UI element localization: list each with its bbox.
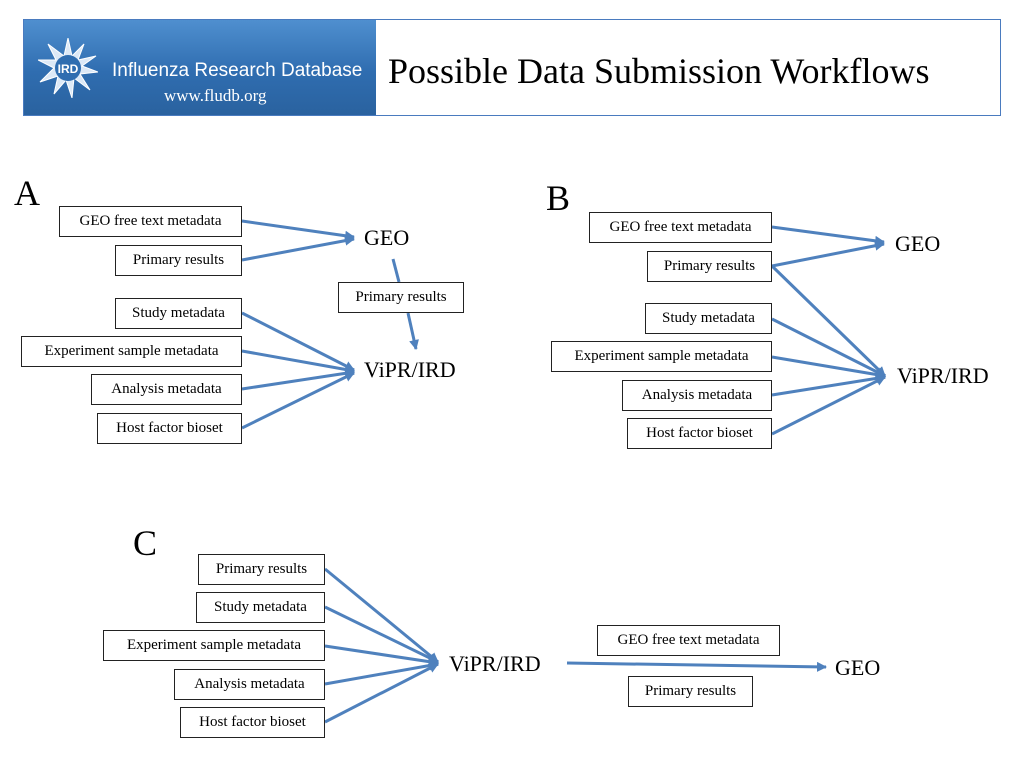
box-b-study-metadata: Study metadata — [645, 303, 772, 334]
box-b-host-factor-bioset: Host factor bioset — [627, 418, 772, 449]
arrow-a-analysis-to-vipr — [241, 368, 355, 391]
arrow-a-geo-metadata-to-geo — [241, 219, 355, 241]
box-b-geo-free-text-metadata: GEO free text metadata — [589, 212, 772, 243]
banner-title: Influenza Research Database — [112, 60, 363, 81]
node-b-geo: GEO — [895, 231, 941, 256]
box-b-analysis-metadata: Analysis metadata — [622, 380, 772, 411]
node-c-vipr-ird: ViPR/IRD — [449, 651, 541, 676]
box-a-primary-results: Primary results — [115, 245, 242, 276]
section-label-b: B — [546, 178, 571, 218]
ird-logo-icon: IRD — [38, 38, 98, 98]
arrow-b-analysis-to-vipr — [771, 373, 886, 397]
box-a-analysis-metadata: Analysis metadata — [91, 374, 242, 405]
box-c-host-factor-bioset: Host factor bioset — [180, 707, 325, 738]
box-c-geo-free-text-metadata: GEO free text metadata — [597, 625, 780, 656]
arrow-a-experiment-to-vipr — [241, 349, 355, 375]
arrow-a-host-to-vipr — [241, 371, 355, 430]
box-c-primary-results: Primary results — [198, 554, 325, 585]
box-b-experiment-sample-metadata: Experiment sample metadata — [551, 341, 772, 372]
box-a-link-primary-results: Primary results — [338, 282, 464, 313]
slide-header: IRD Influenza Research Database www.flud… — [23, 19, 1001, 116]
arrow-b-study-to-vipr — [771, 317, 886, 378]
box-c-study-metadata: Study metadata — [196, 592, 325, 623]
ird-banner: IRD Influenza Research Database www.flud… — [24, 20, 376, 115]
arrow-c-analysis-to-vipr — [324, 660, 439, 686]
arrow-c-primary-results-to-vipr — [324, 567, 439, 664]
arrow-b-primary-results-to-vipr — [770, 264, 887, 378]
box-a-experiment-sample-metadata: Experiment sample metadata — [21, 336, 242, 367]
arrow-c-host-to-vipr — [324, 662, 439, 724]
box-a-host-factor-bioset: Host factor bioset — [97, 413, 242, 444]
node-c-geo: GEO — [835, 655, 881, 680]
ird-logo-text: IRD — [58, 62, 79, 76]
box-c-link-primary-results: Primary results — [628, 676, 753, 707]
node-b-vipr-ird: ViPR/IRD — [897, 363, 989, 388]
box-a-geo-free-text-metadata: GEO free text metadata — [59, 206, 242, 237]
arrow-b-primary-results-to-geo — [771, 240, 885, 268]
arrow-a-primary-results-to-vipr — [406, 312, 419, 350]
arrow-a-study-to-vipr — [241, 311, 355, 372]
arrow-a-geo-to-primary-results — [391, 258, 401, 283]
box-c-experiment-sample-metadata: Experiment sample metadata — [103, 630, 325, 661]
arrow-b-host-to-vipr — [771, 375, 886, 436]
box-a-study-metadata: Study metadata — [115, 298, 242, 329]
banner-url: www.fludb.org — [164, 86, 267, 105]
arrow-a-primary-results-to-geo — [241, 235, 355, 262]
section-label-a: A — [14, 173, 40, 213]
section-label-c: C — [133, 523, 158, 563]
page-title: Possible Data Submission Workflows — [388, 51, 930, 91]
arrow-c-vipr-to-geo — [566, 661, 827, 672]
arrow-b-experiment-to-vipr — [771, 355, 886, 380]
node-a-vipr-ird: ViPR/IRD — [364, 357, 456, 382]
arrow-b-geo-metadata-to-geo — [771, 225, 885, 246]
arrow-c-study-to-vipr — [324, 605, 439, 664]
box-b-primary-results: Primary results — [647, 251, 772, 282]
node-a-geo: GEO — [364, 225, 410, 250]
arrow-c-experiment-to-vipr — [324, 644, 439, 667]
box-c-analysis-metadata: Analysis metadata — [174, 669, 325, 700]
